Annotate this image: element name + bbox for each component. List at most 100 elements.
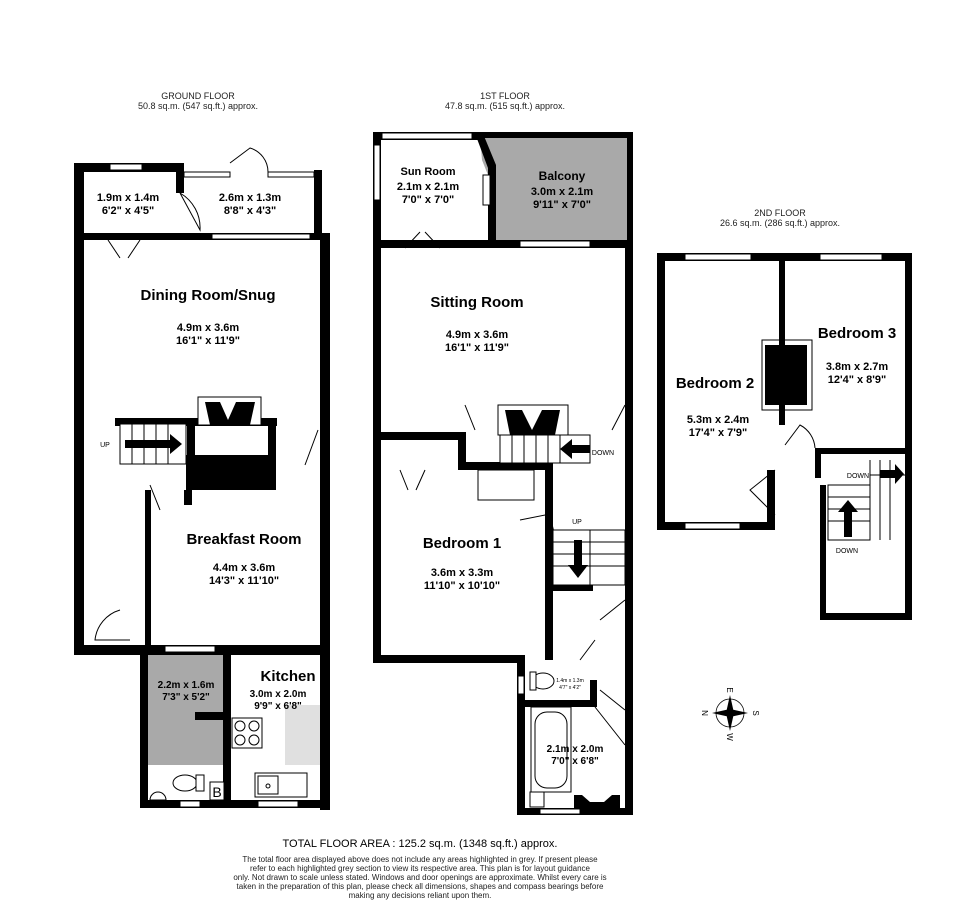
second-floor-area: 26.6 sq.m. (286 sq.ft.) approx. [720,218,840,228]
door-swing [399,231,626,746]
room-dimensions-metric: 3.0m x 2.0m [250,689,307,700]
compass-north: N [700,710,709,716]
sink-icon [254,772,308,798]
staircase[interactable] [499,434,591,464]
staircase[interactable] [827,460,905,541]
cupboard-icon [574,795,620,808]
boiler-icon [209,781,225,801]
room-dimensions-imperial: 17'4" x 7'9" [689,427,747,439]
first-floor-title: 1ST FLOOR [480,91,530,101]
room-name-sitting-room: Sitting Room [430,294,523,311]
room-dimensions-imperial: 16'1" x 11'9" [176,335,240,347]
ground-floor-area: 50.8 sq.m. (547 sq.ft.) approx. [138,101,258,111]
toilet-icon [172,774,205,792]
arrow-down-icon [568,540,588,578]
second-floor-title: 2ND FLOOR [754,208,806,218]
room-name-sun-room: Sun Room [401,166,456,178]
room-dimensions-imperial: 6'2" x 4'5" [102,205,154,217]
disclaimer-line: refer to each highlighted grey section t… [250,864,591,873]
total-floor-area: TOTAL FLOOR AREA : 125.2 sq.m. (1348 sq.… [283,838,558,850]
room-dimensions-imperial: 7'3" x 5'2" [162,692,210,703]
first-floor-area: 47.8 sq.m. (515 sq.ft.) approx. [445,101,565,111]
room-dimensions-imperial: 4'7" x 4'2" [559,685,581,691]
toilet-icon [529,671,555,691]
ground-floor-title: GROUND FLOOR [161,91,235,101]
stairs-down-label: DOWN [592,450,614,457]
room-dimensions-metric: 4.4m x 3.6m [213,562,276,574]
window [482,174,491,206]
disclaimer-line: The total floor area displayed above doe… [242,855,598,864]
window [164,645,216,653]
room-dimensions-metric: 2.1m x 2.0m [547,744,604,755]
room-dimensions-metric: 1.4m x 1.3m [556,678,584,684]
stairs-down-label: DOWN [847,473,869,480]
grey-highlight-area [146,655,230,765]
room-dimensions-metric: 3.8m x 2.7m [826,361,889,373]
stairs-down-label: DOWN [836,548,858,555]
room-name-balcony: Balcony [539,169,586,183]
boiler-label: B [212,784,221,800]
room-dimensions-imperial: 9'11" x 7'0" [533,199,591,211]
room-dimensions-imperial: 9'9" x 6'8" [254,701,302,712]
room-dimensions-metric: 3.6m x 3.3m [431,567,494,579]
disclaimer-line: taken in the preparation of this plan, p… [237,882,604,891]
window [373,144,381,201]
staircase[interactable] [119,423,187,465]
room-dimensions-metric: 4.9m x 3.6m [177,322,240,334]
window [257,800,299,808]
window [819,253,883,261]
chimney-outline [761,339,813,411]
compass-east: E [725,687,734,692]
room-dimensions-metric: 4.9m x 3.6m [446,329,509,341]
arrow-right-icon [880,464,904,484]
room-dimensions-imperial: 7'0" x 7'0" [402,194,454,206]
compass-rose-icon: E S W N [700,687,760,741]
staircase[interactable] [552,529,626,586]
chimney-breast [477,404,569,501]
room-name-dining-room: Dining Room/Snug [141,287,276,304]
room-name-bedroom-1: Bedroom 1 [423,535,501,552]
window [211,233,311,240]
door-swing [749,424,816,516]
kitchen-worktop [285,705,325,765]
arrow-left-icon [560,439,590,459]
second-floor: 2ND FLOOR 26.6 sq.m. (286 sq.ft.) approx… [657,208,912,620]
bath-icon [530,706,572,793]
ground-floor: GROUND FLOOR 50.8 sq.m. (547 sq.ft.) app… [74,91,330,810]
disclaimer-line: only. Not drawn to scale unless stated. … [233,873,606,882]
room-dimensions-imperial: 8'8" x 4'3" [224,205,276,217]
compass-west: W [725,733,734,741]
room-dimensions-imperial: 12'4" x 8'9" [828,374,886,386]
compass-south: S [751,710,760,715]
disclaimer-line: making any decisions reliant upon them. [349,891,492,900]
window [109,163,143,171]
room-dimensions-metric: 2.1m x 2.1m [397,181,460,193]
stairs-up-label: UP [572,519,582,526]
window [684,522,741,530]
first-floor: 1ST FLOOR 47.8 sq.m. (515 sq.ft.) approx… [373,91,633,815]
window [179,800,201,808]
window [381,132,473,140]
basin-icon [529,791,545,808]
room-dimensions-metric: 2.6m x 1.3m [219,192,282,204]
chimney-breast [197,396,262,426]
room-dimensions-imperial: 16'1" x 11'9" [445,342,509,354]
stairs-up-label: UP [100,442,110,449]
room-dimensions-metric: 2.2m x 1.6m [158,680,215,691]
room-dimensions-metric: 5.3m x 2.4m [687,414,750,426]
room-name-bedroom-3: Bedroom 3 [818,325,896,342]
door-swing [94,147,319,641]
basin-icon [149,791,167,801]
window [267,171,315,178]
room-name-breakfast-room: Breakfast Room [186,531,301,548]
room-dimensions-imperial: 11'10" x 10'10" [424,580,500,592]
window [517,675,525,695]
window [684,253,752,261]
room-dimensions-metric: 1.9m x 1.4m [97,192,160,204]
room-dimensions-metric: 3.0m x 2.1m [531,186,594,198]
room-dimensions-imperial: 7'0" x 6'8" [551,756,599,767]
room-dimensions-imperial: 14'3" x 11'10" [209,575,279,587]
window [183,171,231,178]
room-name-bedroom-2: Bedroom 2 [676,375,754,392]
